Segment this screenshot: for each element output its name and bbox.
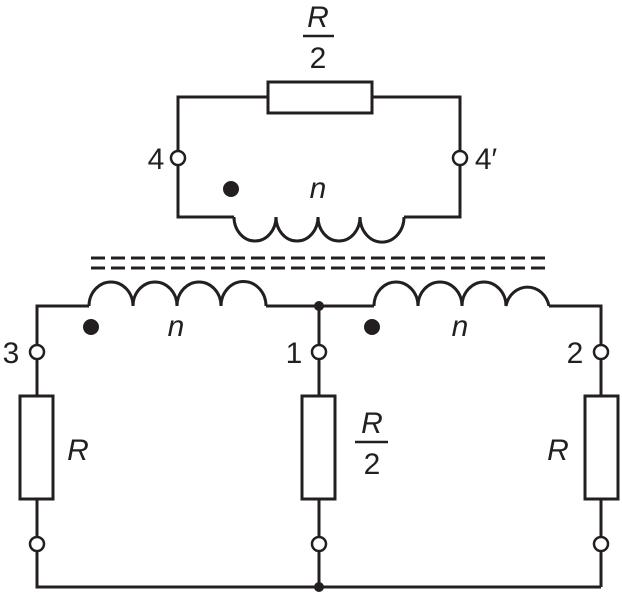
right-coil (372, 280, 551, 307)
top-coil (232, 216, 406, 244)
terminal-1-label: 1 (286, 337, 303, 370)
right-resistor-label: R (547, 434, 569, 467)
right-resistor (583, 394, 620, 501)
left-resistor (18, 394, 55, 501)
left-coil-label: n (168, 310, 185, 343)
junction-top (314, 301, 324, 311)
top-coil-label: n (310, 172, 327, 205)
left-resistor-label: R (67, 434, 89, 467)
top-wire-right (372, 95, 462, 219)
top-resistor (266, 80, 374, 115)
terminal-4-prime (451, 149, 469, 167)
polarity-dot-right (364, 319, 380, 335)
polarity-dot-top (223, 181, 239, 197)
junction-bottom (314, 582, 324, 592)
bottom-circuit (18, 280, 620, 592)
middle-resistor-label-denominator: 2 (364, 448, 381, 481)
right-branch-wire (549, 304, 603, 587)
right-coil-label: n (452, 310, 469, 343)
transformer-core (91, 256, 548, 270)
terminal-1 (310, 343, 328, 361)
labels: R 2 R 2 R R n n n 4 4′ 3 1 2 (3, 1, 584, 481)
top-wire-left (176, 95, 268, 219)
terminal-3 (28, 343, 46, 361)
terminal-left-bottom (28, 535, 46, 553)
terminal-4 (169, 149, 187, 167)
terminal-right-bottom (592, 535, 610, 553)
top-resistor-label-numerator: R (307, 1, 329, 34)
left-coil (87, 280, 268, 307)
left-branch-wire (35, 304, 601, 589)
terminal-4-label: 4 (148, 143, 165, 176)
terminal-3-label: 3 (3, 337, 20, 370)
middle-resistor-label-numerator: R (361, 407, 383, 440)
terminal-2 (592, 343, 610, 361)
top-resistor-label-denominator: 2 (310, 42, 327, 75)
polarity-dot-left (83, 319, 99, 335)
terminal-2-label: 2 (567, 337, 584, 370)
top-circuit (169, 80, 469, 244)
terminal-middle-bottom (310, 535, 328, 553)
terminal-4-prime-label: 4′ (475, 143, 498, 176)
middle-resistor (300, 394, 337, 501)
